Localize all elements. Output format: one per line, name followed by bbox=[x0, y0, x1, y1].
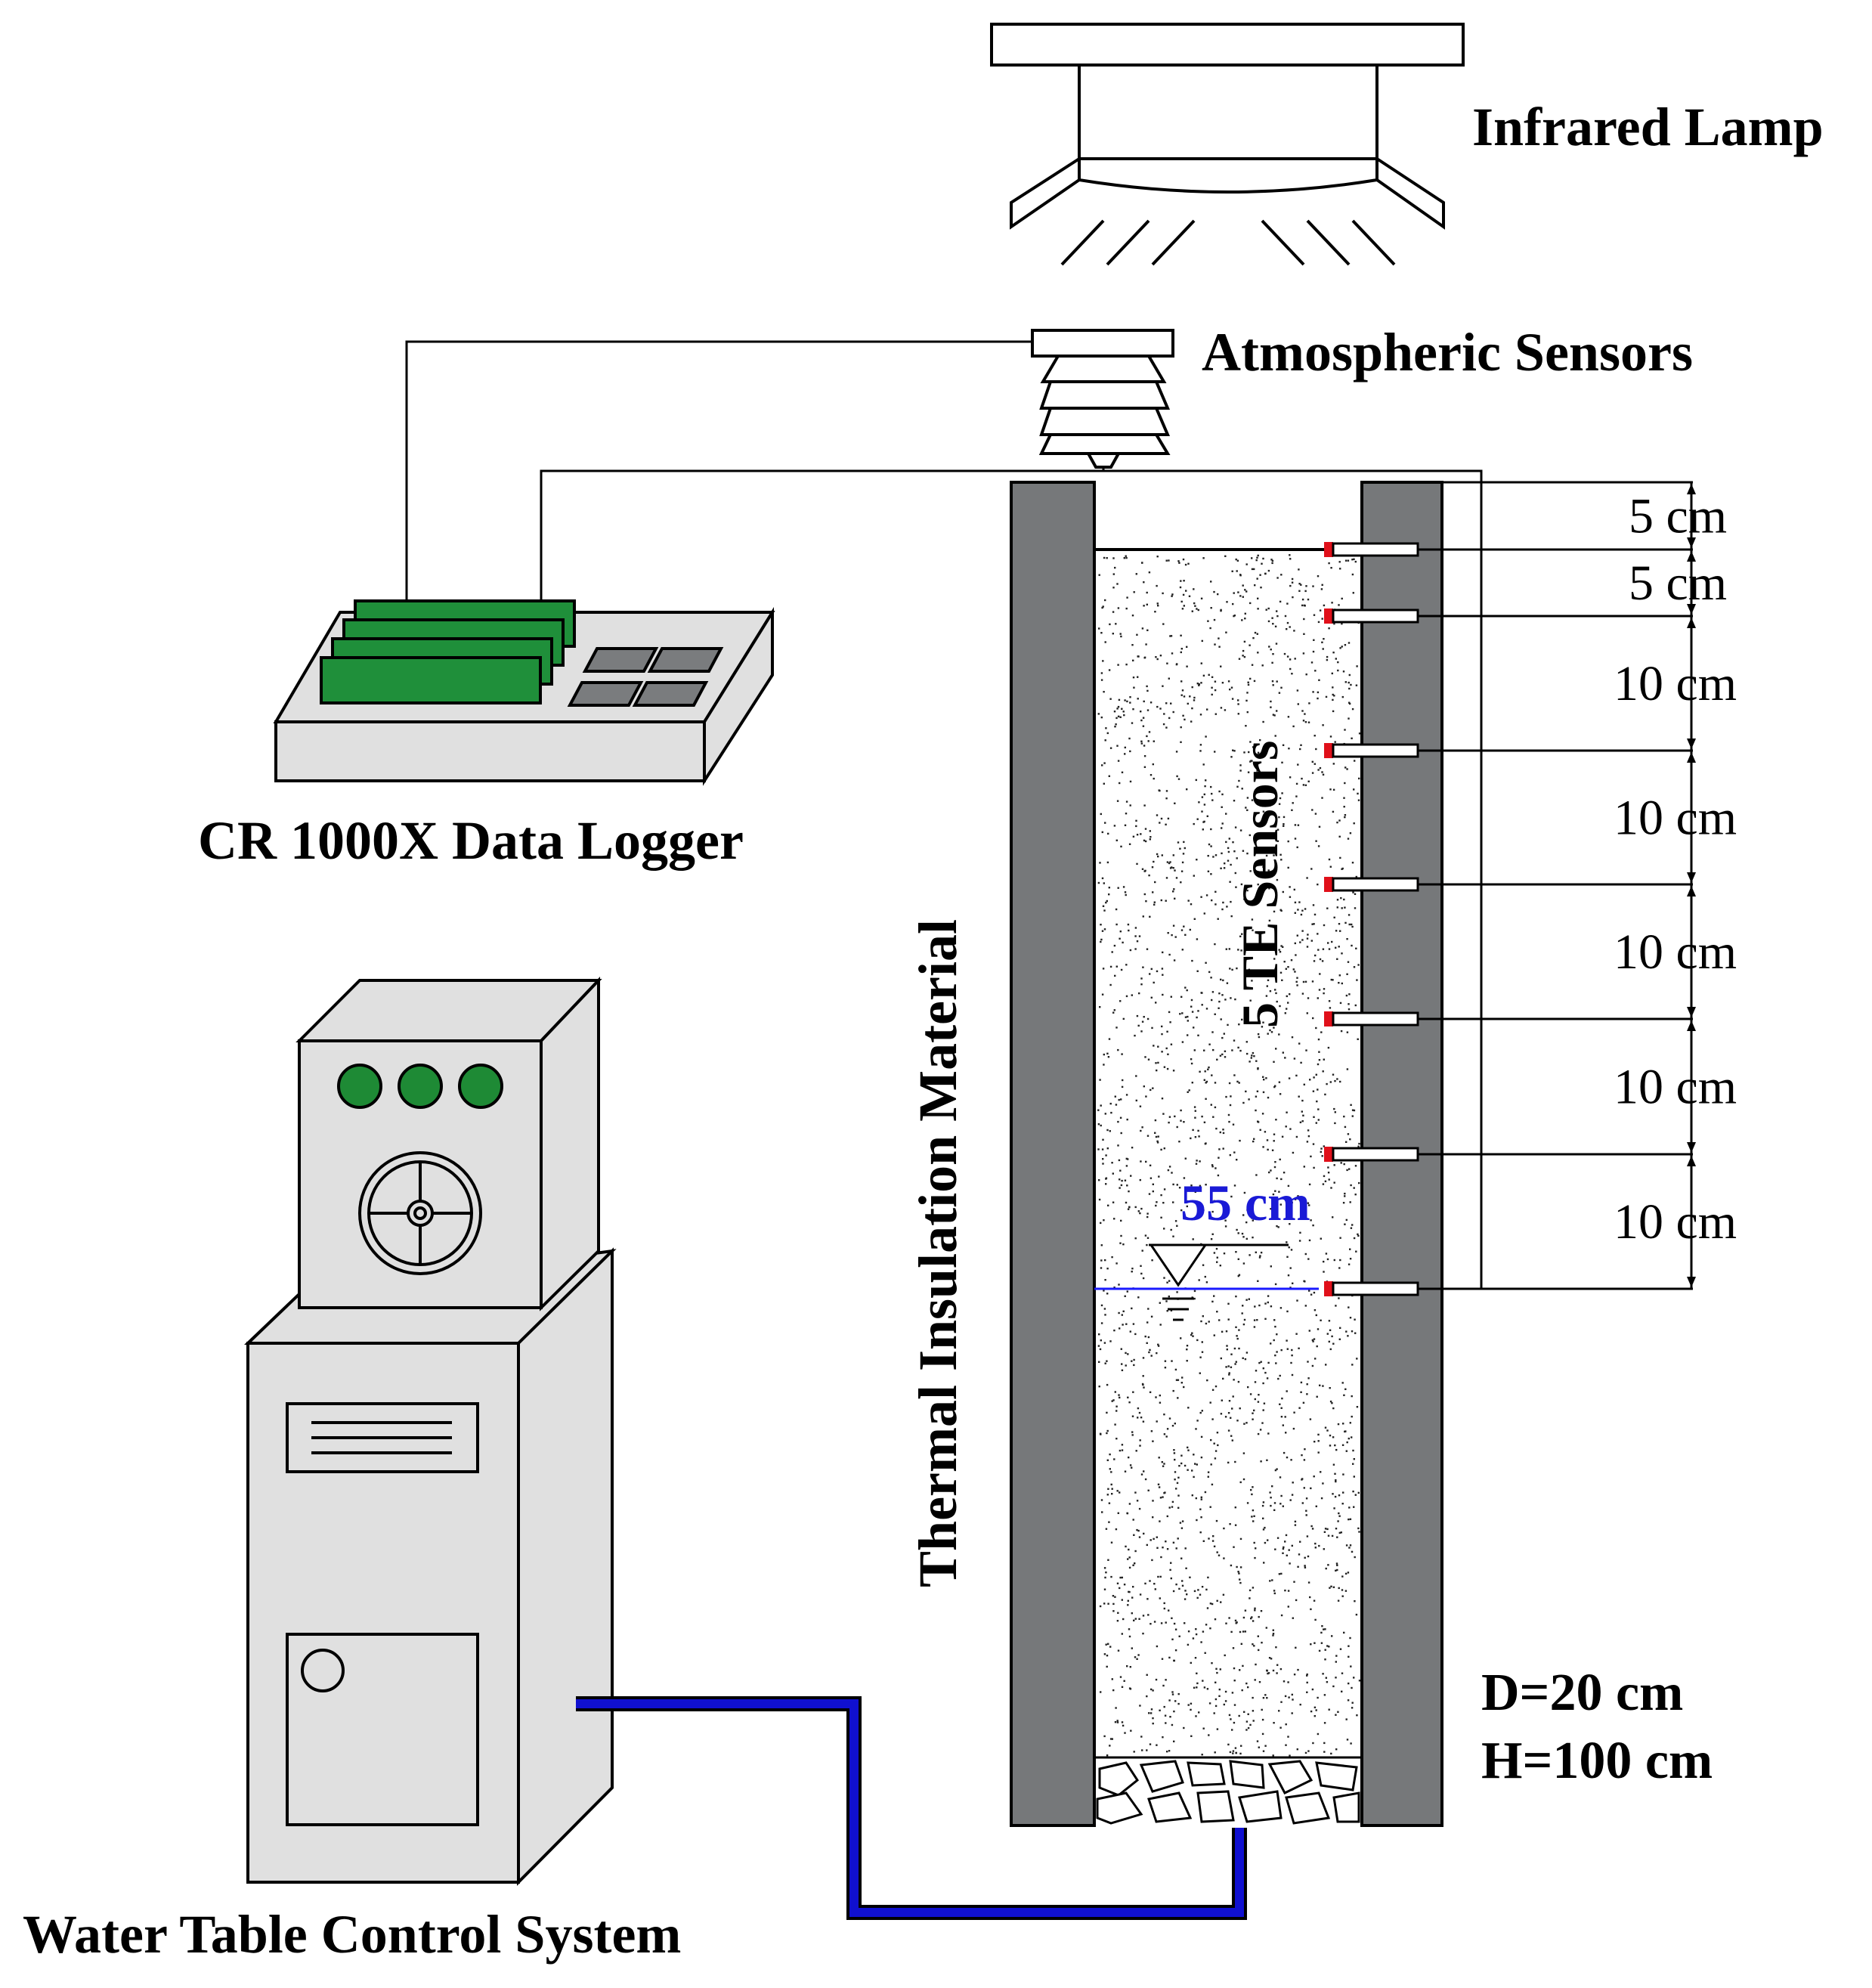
water-table-control-unit bbox=[244, 976, 617, 1886]
water-table bbox=[1094, 1243, 1319, 1321]
logger-cables bbox=[405, 340, 1483, 1289]
infrared-lamp-label: Infrared Lamp bbox=[1472, 97, 1824, 157]
stevenson-screen-icon bbox=[1031, 329, 1174, 469]
spacing-label: 5 cm bbox=[1629, 489, 1727, 544]
fan-icon bbox=[358, 1151, 482, 1275]
water-table-control-label: Water Table Control System bbox=[23, 1904, 681, 1965]
te-sensor bbox=[1324, 608, 1693, 624]
water-level-label: 55 cm bbox=[1180, 1174, 1310, 1231]
thermal-insulation-label: Thermal Insulation Material bbox=[908, 919, 968, 1587]
te-sensor bbox=[1324, 1147, 1693, 1162]
spacing-label: 10 cm bbox=[1614, 656, 1737, 711]
te-sensor bbox=[1324, 1281, 1693, 1296]
soil-texture bbox=[1097, 554, 1361, 1757]
te-sensor bbox=[1324, 542, 1693, 557]
column-height-label: H=100 cm bbox=[1481, 1732, 1713, 1790]
spacing-label: 10 cm bbox=[1614, 1194, 1737, 1249]
soil-fill bbox=[1094, 550, 1362, 1757]
logger-modules bbox=[320, 599, 576, 704]
atmospheric-sensors-label: Atmospheric Sensors bbox=[1202, 322, 1693, 382]
sensor-depth-dimensions: 5 cm 5 cm 10 cm 10 cm 10 cm 10 cm 10 cm bbox=[1442, 481, 1737, 1289]
lamp-icon bbox=[990, 23, 1465, 266]
gravel-layer bbox=[1094, 1757, 1362, 1825]
column-diameter-label: D=20 cm bbox=[1481, 1664, 1683, 1722]
column-wall-left bbox=[1010, 481, 1096, 1827]
water-table-symbol-icon bbox=[1149, 1243, 1289, 1321]
spacing-label: 5 cm bbox=[1629, 556, 1727, 611]
indicator-lights bbox=[337, 1064, 503, 1109]
te-sensors bbox=[1324, 542, 1693, 1296]
logger-keypad bbox=[567, 647, 724, 707]
spacing-label: 10 cm bbox=[1614, 791, 1737, 846]
water-supply-pipe bbox=[576, 1696, 1247, 1920]
te-sensors-label: 5 TE Sensors bbox=[1231, 741, 1289, 1028]
te-sensor bbox=[1324, 877, 1693, 892]
spacing-label: 10 cm bbox=[1614, 924, 1737, 980]
data-logger-label: CR 1000X Data Logger bbox=[198, 810, 744, 871]
te-sensor bbox=[1324, 743, 1693, 758]
te-sensor bbox=[1324, 1011, 1693, 1027]
soil-column bbox=[1010, 481, 1443, 1827]
spacing-label: 10 cm bbox=[1614, 1060, 1737, 1115]
data-logger-body bbox=[273, 599, 775, 786]
